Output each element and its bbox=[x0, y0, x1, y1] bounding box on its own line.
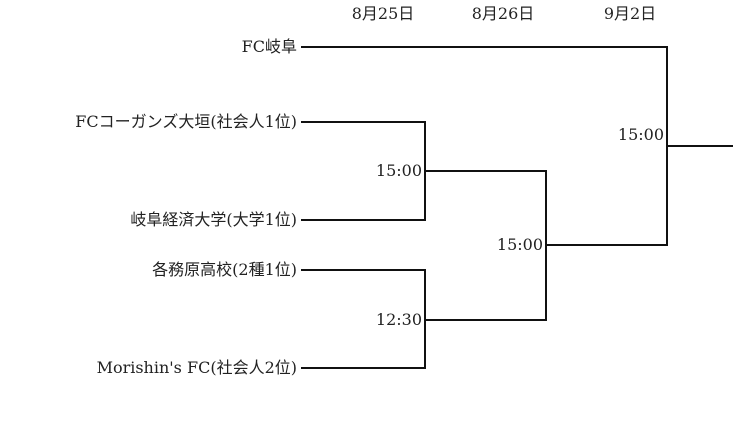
date-round1: 8月25日 bbox=[351, 4, 415, 23]
match-time-round1-b: 12:30 bbox=[375, 310, 422, 329]
match-time-semifinal: 15:00 bbox=[496, 235, 543, 254]
team-fc-cogans-ogaki: FCコーガンズ大垣(社会人1位) bbox=[75, 112, 297, 131]
match-time-round1-a: 15:00 bbox=[375, 161, 422, 180]
team-kakamigahara-hs: 各務原高校(2種1位) bbox=[152, 260, 297, 279]
team-gifu-keizai-univ: 岐阜経済大学(大学1位) bbox=[130, 210, 297, 229]
match-time-final: 15:00 bbox=[617, 125, 664, 144]
date-final: 9月2日 bbox=[603, 4, 657, 23]
date-round2: 8月26日 bbox=[471, 4, 535, 23]
team-fc-gifu: FC岐阜 bbox=[241, 37, 297, 56]
team-morishins-fc: Morishin's FC(社会人2位) bbox=[96, 358, 297, 377]
